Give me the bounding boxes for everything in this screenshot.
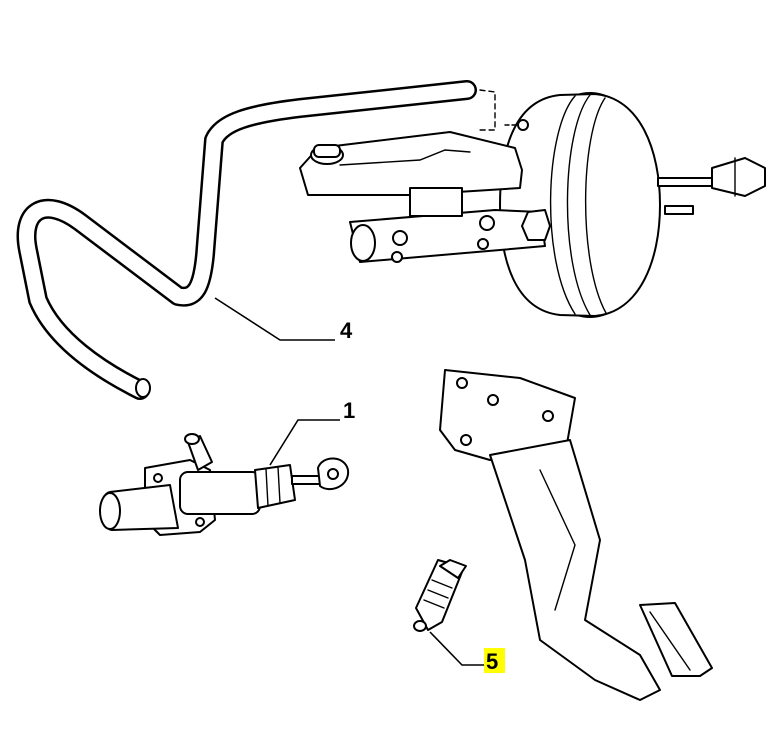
bracket-hole-1: [456, 377, 468, 389]
pedal-assembly: [439, 369, 713, 701]
push-rod: [657, 177, 719, 187]
reservoir-outlet: [409, 187, 463, 217]
cylinder-nut: [521, 209, 551, 241]
pedal-switch: [413, 559, 467, 632]
cylinder-port-3: [391, 251, 403, 263]
flange-hole-1: [153, 473, 163, 483]
callout-4: 4: [214, 297, 353, 343]
rod-eye-hole: [327, 468, 339, 480]
brake-booster-assembly: [299, 89, 766, 318]
pedal-pad: [639, 602, 713, 677]
switch-thread-3: [431, 579, 453, 589]
booster-ring-1: [549, 95, 576, 315]
rubber-boot: [254, 464, 296, 509]
callout-label-5: 5: [486, 649, 498, 674]
hose-inner: [19, 82, 475, 398]
bracket-hole-4: [460, 434, 472, 446]
cylinder-port-2: [479, 215, 495, 231]
callout-1: 1: [269, 398, 355, 466]
hose: [16, 80, 477, 400]
pedal-pad-edge: [649, 611, 691, 671]
switch-head: [439, 559, 467, 579]
cylinder-port-4: [477, 238, 489, 250]
reservoir-ridge: [339, 149, 471, 166]
booster-ring-2: [566, 94, 591, 316]
cylinder-port-1: [392, 230, 408, 246]
cylinder-nose-end: [99, 492, 121, 530]
switch-thread-1: [427, 589, 449, 599]
pedal-arm: [489, 439, 661, 701]
flange-hole-2: [195, 517, 205, 527]
bracket-hole-3: [542, 410, 554, 422]
callout-highlight-5: [484, 648, 505, 673]
boot-rib-2: [277, 466, 281, 504]
callout-label-1: 1: [343, 398, 355, 423]
clutch-master-cylinder: [99, 433, 350, 536]
callout-5: 5: [429, 631, 505, 674]
bracket-dashed: [479, 89, 496, 131]
cylinder-barrel: [179, 471, 261, 515]
leader-line-5: [429, 631, 484, 666]
boot-rib-1: [265, 468, 269, 507]
booster-ring-3: [584, 97, 607, 314]
callout-label-4: 4: [340, 318, 353, 343]
reservoir: [299, 131, 523, 196]
switch-plunger: [413, 620, 427, 632]
reservoir-cap-top: [313, 144, 341, 158]
clevis: [711, 157, 766, 197]
switch-thread-2: [423, 599, 445, 609]
cylinder-front: [350, 224, 376, 262]
pedal-arm-edge: [539, 469, 576, 611]
hose-end: [135, 378, 151, 398]
leader-line-4: [214, 297, 335, 341]
bracket-hole-2: [487, 394, 499, 406]
vacuum-nipple: [664, 205, 694, 215]
booster-stud: [517, 119, 529, 131]
inlet-nipple-end: [184, 433, 200, 445]
leader-line-1: [269, 419, 340, 466]
master-cylinder-body: [349, 209, 546, 263]
